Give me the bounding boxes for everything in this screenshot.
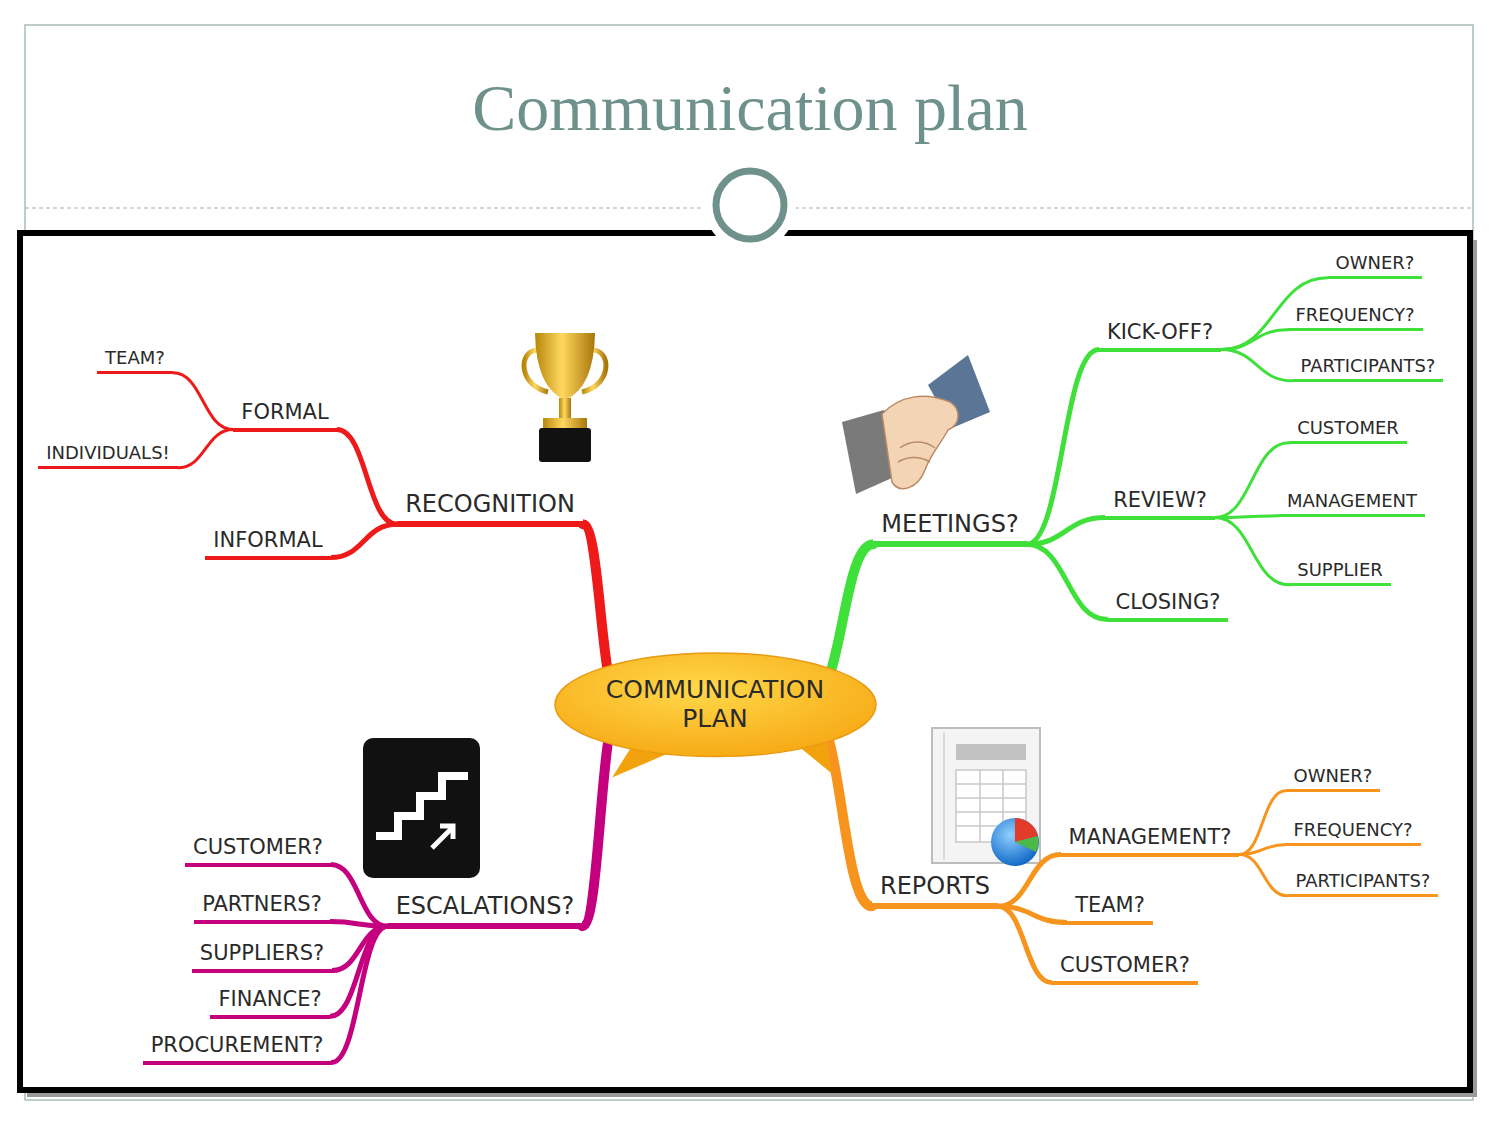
branch-line	[1027, 518, 1106, 545]
topic-label: SUPPLIER	[1297, 560, 1383, 581]
branch-line	[173, 373, 233, 430]
topic-node: REPORTS	[872, 871, 998, 910]
branch-line	[1215, 518, 1289, 585]
branch-line	[331, 524, 398, 557]
central-title: COMMUNICATION PLAN	[598, 676, 833, 734]
topic-label: TEAM?	[1075, 893, 1145, 917]
bubble-body	[555, 653, 876, 757]
topic-node: TEAM?	[1067, 891, 1153, 924]
branch-line	[1221, 330, 1287, 350]
topic-label: CUSTOMER?	[193, 835, 323, 859]
topic-node: RECOGNITION	[397, 489, 583, 528]
topic-node: FREQUENCY?	[1287, 303, 1422, 332]
topic-node: TEAM?	[97, 346, 173, 375]
topic-label: FORMAL	[241, 400, 328, 424]
topic-node: INFORMAL	[205, 526, 330, 559]
topic-label: REPORTS	[880, 873, 990, 901]
branch-line	[1239, 791, 1285, 855]
branch-line	[178, 430, 234, 468]
topic-label: PARTICIPANTS?	[1301, 356, 1436, 377]
trophy-icon	[524, 333, 606, 462]
topic-node: KICK-OFF?	[1099, 318, 1221, 351]
topic-label: INDIVIDUALS!	[46, 443, 170, 464]
topic-node: INDIVIDUALS!	[38, 441, 178, 470]
topic-label: FREQUENCY?	[1295, 305, 1414, 326]
branch-line	[1239, 855, 1287, 896]
ring-halo	[704, 159, 796, 251]
branch-line	[998, 906, 1052, 982]
topic-label: REVIEW?	[1113, 488, 1207, 512]
topic-node: PROCUREMENT?	[143, 1031, 332, 1064]
topic-label: FREQUENCY?	[1293, 820, 1412, 841]
topic-node: MEETINGS?	[873, 509, 1026, 548]
topic-label: OWNER?	[1336, 253, 1415, 274]
topic-label: SUPPLIERS?	[200, 941, 324, 965]
topic-label: MEETINGS?	[881, 511, 1018, 539]
topic-label: CLOSING?	[1116, 590, 1221, 614]
branch-line	[337, 430, 397, 525]
branch-line	[998, 855, 1061, 907]
report-icon	[932, 728, 1040, 866]
topic-node: SUPPLIER	[1289, 558, 1391, 587]
topic-node: PARTICIPANTS?	[1288, 869, 1439, 898]
topic-node: CUSTOMER	[1289, 416, 1407, 445]
slide-title: Communication plan	[0, 72, 1500, 145]
title-ring	[716, 171, 784, 239]
topic-node: PARTICIPANTS?	[1293, 354, 1444, 383]
topic-label: TEAM?	[105, 348, 165, 369]
branch-line	[1215, 443, 1289, 518]
branch-line	[1027, 350, 1099, 545]
branch-line	[331, 865, 388, 927]
topic-label: KICK-OFF?	[1107, 320, 1213, 344]
branch-line	[1027, 544, 1108, 619]
central-bubble: COMMUNICATION PLAN	[554, 652, 877, 758]
topic-label: CUSTOMER?	[1060, 953, 1190, 977]
topic-node: MANAGEMENT	[1279, 489, 1425, 518]
topic-label: PARTICIPANTS?	[1296, 871, 1431, 892]
branch-line	[1239, 845, 1285, 855]
branch-line	[331, 926, 387, 1062]
topic-node: PARTNERS?	[194, 890, 330, 923]
topic-label: ESCALATIONS?	[396, 893, 575, 921]
topic-node: MANAGEMENT?	[1061, 823, 1240, 856]
branch-line	[1221, 350, 1292, 381]
topic-node: CLOSING?	[1108, 588, 1229, 621]
topic-label: PROCUREMENT?	[151, 1033, 324, 1057]
topic-node: CUSTOMER?	[185, 833, 331, 866]
topic-node: FINANCE?	[210, 985, 329, 1018]
topic-label: PARTNERS?	[202, 892, 322, 916]
diagram-frame	[20, 233, 1470, 1090]
topic-label: CUSTOMER	[1297, 418, 1399, 439]
topic-label: MANAGEMENT	[1287, 491, 1417, 512]
topic-label: FINANCE?	[218, 987, 321, 1011]
topic-node: REVIEW?	[1105, 486, 1215, 519]
topic-node: OWNER?	[1286, 764, 1381, 793]
topic-label: MANAGEMENT?	[1069, 825, 1232, 849]
handshake-icon	[842, 355, 990, 494]
topic-node: FREQUENCY?	[1285, 818, 1420, 847]
topic-node: CUSTOMER?	[1052, 951, 1198, 984]
topic-node: OWNER?	[1328, 251, 1423, 280]
topic-node: SUPPLIERS?	[192, 939, 332, 972]
topic-node: ESCALATIONS?	[388, 891, 583, 930]
branch-line	[1215, 516, 1279, 518]
stairs-icon	[363, 738, 480, 878]
topic-label: RECOGNITION	[405, 491, 575, 519]
topic-label: OWNER?	[1294, 766, 1373, 787]
topic-label: INFORMAL	[213, 528, 322, 552]
topic-node: FORMAL	[233, 398, 336, 431]
